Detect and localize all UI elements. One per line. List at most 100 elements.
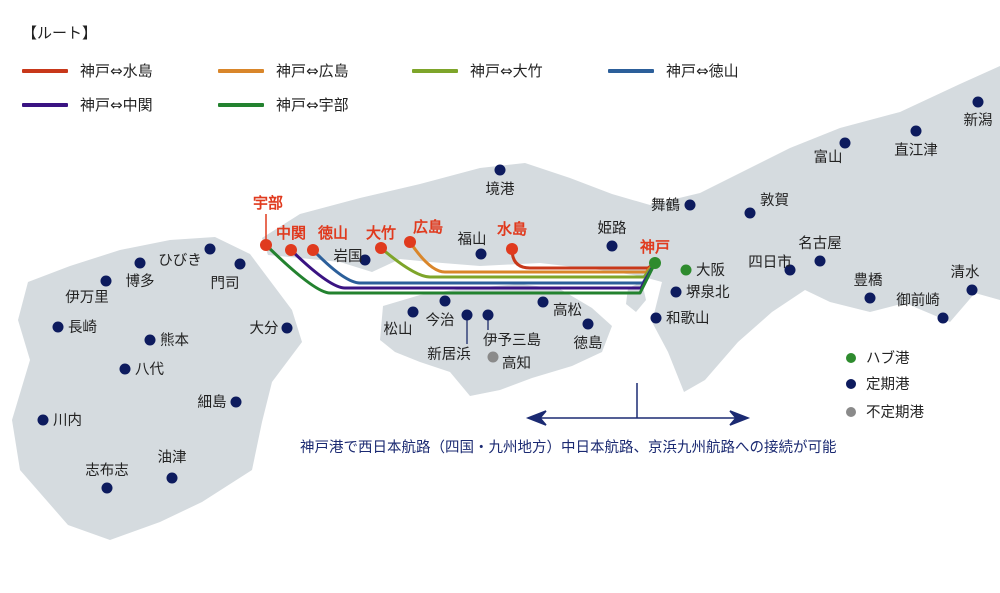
- connection-arrow: [525, 383, 751, 426]
- route-port[interactable]: 徳山: [307, 224, 348, 256]
- hub-port[interactable]: 大阪: [680, 262, 726, 279]
- route-swatch-icon: [218, 102, 264, 107]
- route-swatch-icon: [22, 68, 68, 73]
- port-dot-icon: [744, 207, 756, 219]
- route-swatch-icon: [608, 68, 654, 73]
- key-regular: 定期港: [846, 373, 910, 394]
- port-label: 直江津: [894, 142, 938, 159]
- regular-port[interactable]: 門司: [211, 258, 246, 293]
- port-dot-icon: [670, 286, 682, 298]
- regular-port[interactable]: 福山: [458, 231, 487, 260]
- port-dot-icon: [101, 482, 113, 494]
- honshu-land: [262, 66, 1000, 392]
- regular-port[interactable]: 清水: [951, 264, 980, 296]
- route-line: [311, 248, 657, 285]
- regular-port[interactable]: 熊本: [144, 332, 190, 349]
- port-dot-icon: [937, 312, 949, 324]
- port-dot-icon: [230, 396, 242, 408]
- route-port[interactable]: 宇部: [253, 194, 283, 251]
- port-label: 宇部: [253, 194, 283, 212]
- route-line: [289, 248, 657, 290]
- regular-dot-icon: [846, 378, 856, 389]
- port-label: 和歌山: [666, 310, 710, 327]
- port-dot-icon: [475, 248, 487, 260]
- port-label: 広島: [413, 218, 443, 236]
- regular-port[interactable]: 直江津: [894, 125, 938, 160]
- key-irregular: 不定期港: [846, 401, 924, 422]
- key-regular-label: 定期港: [866, 377, 910, 393]
- port-dot-icon: [37, 414, 49, 426]
- port-label: 細島: [198, 394, 227, 411]
- regular-port[interactable]: 細島: [198, 394, 242, 411]
- port-dot-icon: [494, 164, 506, 176]
- key-irregular-label: 不定期港: [866, 405, 924, 421]
- port-dot-icon: [285, 244, 297, 256]
- port-label: 新潟: [964, 112, 993, 129]
- regular-port[interactable]: 新居浜: [427, 309, 473, 364]
- regular-port[interactable]: 川内: [37, 412, 83, 429]
- regular-port[interactable]: 伊万里: [65, 275, 112, 307]
- regular-port[interactable]: 御前崎: [896, 292, 949, 324]
- regular-port[interactable]: 姫路: [598, 220, 627, 252]
- port-label: 伊予三島: [483, 332, 541, 349]
- regular-port[interactable]: 徳島: [574, 318, 603, 353]
- regular-port[interactable]: 長崎: [52, 319, 98, 336]
- port-label: 油津: [158, 449, 187, 466]
- regular-port[interactable]: 油津: [158, 449, 187, 484]
- regular-port[interactable]: 舞鶴: [651, 197, 696, 214]
- route-port[interactable]: 広島: [404, 218, 443, 248]
- shikoku-land: [380, 284, 612, 396]
- hub-port[interactable]: 神戸: [640, 238, 670, 269]
- regular-port[interactable]: 今治: [426, 295, 455, 330]
- legend-label: 神戸⇔広島: [276, 62, 349, 80]
- irregular-port[interactable]: 高知: [487, 351, 532, 373]
- port-label: 徳島: [574, 335, 603, 352]
- regular-port[interactable]: 博多: [126, 257, 155, 291]
- port-label: 伊万里: [65, 289, 109, 306]
- port-label: 舞鶴: [651, 197, 680, 214]
- port-dot-icon: [966, 284, 978, 296]
- port-label: 名古屋: [798, 235, 842, 252]
- irregular-dot-icon: [846, 406, 856, 417]
- regular-port[interactable]: 四日市: [748, 254, 796, 276]
- regular-port[interactable]: 境港: [486, 164, 515, 199]
- regular-port[interactable]: 和歌山: [650, 310, 710, 327]
- regular-port[interactable]: 名古屋: [798, 235, 842, 267]
- route-port[interactable]: 大竹: [366, 224, 396, 254]
- regular-port[interactable]: 富山: [814, 137, 851, 167]
- regular-port[interactable]: 敦賀: [744, 192, 790, 219]
- port-dot-icon: [784, 264, 796, 276]
- regular-port[interactable]: 八代: [119, 361, 165, 378]
- port-dot-icon: [439, 295, 451, 307]
- port-label: 岩国: [334, 248, 363, 265]
- regular-port[interactable]: 高松: [537, 296, 583, 320]
- port-label: 御前崎: [896, 292, 940, 309]
- port-dot-icon: [404, 236, 416, 248]
- regular-port[interactable]: 大分: [250, 320, 293, 337]
- regular-port[interactable]: 堺泉北: [670, 284, 730, 301]
- route-swatch-icon: [412, 68, 458, 73]
- regular-port[interactable]: 伊予三島: [482, 309, 542, 350]
- regular-port[interactable]: 岩国: [334, 248, 371, 266]
- regular-port[interactable]: 豊橋: [854, 272, 883, 304]
- route-port[interactable]: 水島: [497, 220, 527, 255]
- regular-port[interactable]: ひびき: [158, 243, 216, 270]
- route-swatch-icon: [218, 68, 264, 73]
- port-dot-icon: [307, 244, 319, 256]
- port-label: 川内: [53, 412, 82, 429]
- port-label: 中関: [276, 224, 306, 242]
- legend-item: 神戸⇔徳山: [608, 60, 739, 81]
- port-label: 徳山: [317, 224, 348, 242]
- legend-label: 神戸⇔徳山: [666, 62, 739, 80]
- port-label: 大阪: [696, 262, 725, 279]
- regular-port[interactable]: 松山: [384, 306, 419, 339]
- port-label: 大竹: [366, 224, 396, 242]
- regular-port[interactable]: 志布志: [85, 462, 129, 494]
- port-label: 敦賀: [760, 192, 789, 209]
- port-dot-icon: [461, 309, 473, 321]
- route-port[interactable]: 中関: [276, 224, 306, 256]
- port-dot-icon: [407, 306, 419, 318]
- port-dot-icon: [100, 275, 112, 287]
- port-dot-icon: [487, 351, 499, 363]
- regular-port[interactable]: 新潟: [964, 96, 993, 130]
